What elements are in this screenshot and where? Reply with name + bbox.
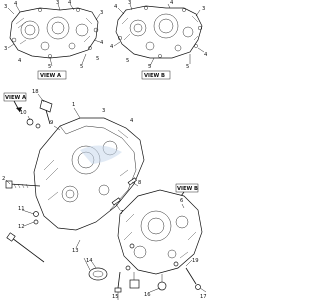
callout-5: 5 [96, 56, 99, 62]
view-a-arrow: VIEW A [3, 92, 27, 113]
callout-3: 3 [56, 0, 59, 6]
callout-1: 1 [72, 102, 75, 108]
callout-11: 11 [18, 206, 25, 212]
svg-text:VIEW B: VIEW B [177, 186, 198, 192]
callout-4: 4 [100, 40, 104, 46]
watermark-shape [80, 145, 122, 164]
callout-3: 3 [202, 6, 205, 12]
callout-5: 5 [126, 58, 129, 64]
callout-13: 13 [72, 248, 79, 254]
callout-15: 15 [112, 294, 119, 300]
callout-4: 4 [14, 1, 18, 7]
callout-18: 18 [32, 89, 39, 95]
callout-10: 10 [20, 110, 27, 116]
callout-5: 5 [186, 64, 189, 70]
inset-view-a: VIEW A [7, 3, 101, 80]
callout-6: 6 [180, 198, 183, 204]
callout-12: 12 [18, 224, 25, 230]
callout-4: 4 [170, 0, 174, 6]
callout-2: 2 [2, 176, 5, 182]
view-a-label: VIEW A [40, 73, 61, 79]
callout-4: 4 [130, 118, 134, 124]
callout-8: 8 [138, 180, 141, 186]
callout-3: 3 [128, 0, 131, 6]
callout-14: 14 [86, 258, 93, 264]
callout-17: 17 [200, 294, 207, 300]
callout-3: 3 [4, 46, 7, 52]
callout-5: 5 [148, 64, 151, 70]
callout-5: 5 [48, 64, 51, 70]
callout-4: 4 [18, 58, 22, 64]
callout-3: 3 [102, 108, 105, 114]
callout-5: 5 [80, 64, 83, 70]
callout-9: 9 [50, 120, 53, 126]
callout-4: 4 [68, 0, 72, 6]
crankcase-main-assembly [5, 93, 207, 300]
callout-3: 3 [100, 10, 103, 16]
inset-view-b: VIEW B [113, 3, 205, 80]
callout-3: 3 [4, 4, 7, 10]
callout-19: 19 [192, 258, 199, 264]
view-b-label: VIEW B [144, 73, 165, 79]
callout-4: 4 [110, 44, 114, 50]
callout-7: 7 [120, 210, 123, 216]
callout-4: 4 [114, 4, 118, 10]
callout-4: 4 [204, 52, 208, 58]
svg-text:VIEW A: VIEW A [5, 95, 26, 101]
callout-16: 16 [144, 292, 151, 298]
crankcase-exploded-diagram: VIEW A 3 4 3 4 3 4 3 4 5 5 5 VIEW B 4 3 … [2, 0, 208, 300]
